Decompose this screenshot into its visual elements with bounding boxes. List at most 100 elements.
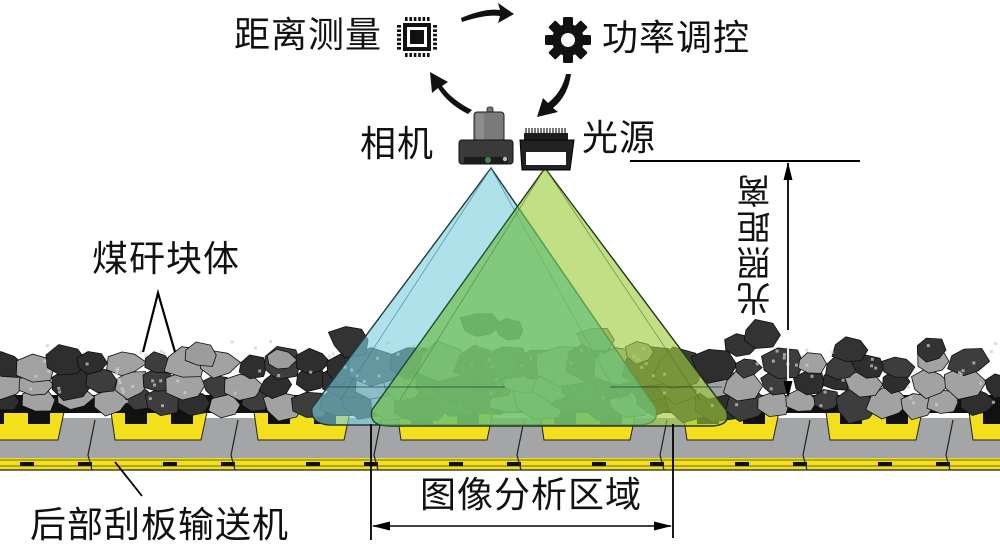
rock-highlight <box>874 366 878 370</box>
rock-highlight <box>34 375 38 378</box>
light-source-device <box>519 128 575 171</box>
chip-pin <box>433 25 437 28</box>
rail-slot <box>936 462 950 466</box>
light-source-label: 光源 <box>582 118 657 159</box>
flight-slot <box>0 412 4 424</box>
rail-slot <box>592 462 606 466</box>
flight-slot <box>983 412 1000 424</box>
coal-gangue-pointer <box>141 288 177 353</box>
chain-joint <box>516 419 525 471</box>
rock-highlight <box>795 363 798 367</box>
chip-pin <box>397 25 401 28</box>
coal-gangue-label: 煤矸块体 <box>92 239 241 280</box>
chip-pin <box>405 17 408 21</box>
rock-highlight <box>961 369 965 373</box>
rock-highlight <box>823 390 827 394</box>
rock-highlight <box>926 344 930 348</box>
coal-block <box>295 347 331 375</box>
chip-pin <box>422 17 426 21</box>
illumination-distance-label: 光照距离 <box>737 172 777 316</box>
coal-block <box>881 356 916 378</box>
rock-highlight <box>782 356 786 360</box>
rock-highlight <box>870 357 874 361</box>
rock-highlight <box>183 391 187 395</box>
camera-device <box>458 106 514 165</box>
rail-slot <box>20 462 34 466</box>
chain-joint <box>87 419 96 471</box>
chip-pin <box>397 38 401 41</box>
rock-highlight <box>269 340 273 344</box>
chip-pin <box>397 47 401 50</box>
rock-highlight <box>990 350 993 353</box>
overlap-region <box>371 205 657 426</box>
chain-joint <box>230 419 239 471</box>
rock-highlight <box>162 351 166 355</box>
rock-highlight <box>159 379 163 383</box>
rock-highlight <box>117 378 121 381</box>
rock-highlight <box>994 342 998 345</box>
rock-highlight <box>57 386 61 390</box>
rock-highlight <box>972 361 976 365</box>
chip-pin <box>427 53 430 57</box>
rock-highlight <box>805 348 809 352</box>
rock-highlight <box>958 371 961 375</box>
rock-highlight <box>58 390 62 394</box>
rock-highlight <box>805 363 809 367</box>
conveyor-pointer <box>114 461 143 497</box>
chip-pin <box>433 42 437 46</box>
coal-block <box>45 344 88 376</box>
coal-block <box>85 366 118 394</box>
rock-highlight <box>959 373 963 376</box>
chip-pin <box>409 17 412 21</box>
chain-joint <box>945 419 954 471</box>
rail-slot <box>449 462 463 466</box>
chip-pin <box>397 42 401 46</box>
rock-highlight <box>85 362 89 366</box>
illumination-distance-dimension <box>630 160 860 399</box>
chip-pin <box>397 29 401 32</box>
gangue-block <box>266 348 298 370</box>
chip-pin <box>433 33 437 37</box>
rock-highlight <box>841 378 845 382</box>
coal-block <box>916 337 947 363</box>
gangue-block <box>911 368 951 400</box>
chip-pin <box>433 38 437 41</box>
coal-block <box>735 358 763 379</box>
coal-block <box>690 348 738 384</box>
chip-pin <box>397 33 401 37</box>
power-control-label: 功率调控 <box>602 18 751 59</box>
rock-highlight <box>277 374 281 377</box>
coal-block <box>761 347 804 380</box>
coal-block <box>76 351 108 375</box>
rock-highlight <box>230 340 234 344</box>
rock-highlight <box>906 385 910 389</box>
rock-highlight <box>124 400 128 403</box>
rock-highlight <box>43 359 47 363</box>
gangue-block <box>797 352 827 374</box>
chip-pin <box>413 17 417 21</box>
arrow-distance-to-power <box>461 3 514 23</box>
rock-highlight <box>131 385 135 388</box>
flight-slot <box>125 412 147 424</box>
rock-highlight <box>830 350 834 354</box>
rail-slot <box>163 462 177 466</box>
chip-pin <box>433 47 437 50</box>
rock-highlight <box>120 387 124 391</box>
chip-pin <box>409 53 412 57</box>
rail-slot <box>306 462 320 466</box>
rock-highlight <box>161 404 164 408</box>
rock-highlight <box>309 370 313 374</box>
gangue-block <box>184 341 217 367</box>
rock-highlight <box>935 403 939 407</box>
rock-highlight <box>909 396 913 400</box>
image-analysis-area-dimension <box>370 424 674 540</box>
coal-block <box>144 351 172 374</box>
coal-block <box>984 373 1000 399</box>
chip-icon <box>397 17 437 57</box>
arrow-power-to-light <box>537 74 571 117</box>
rail-slot <box>221 462 235 466</box>
rock-highlight <box>115 371 119 375</box>
rock-highlight <box>144 353 148 357</box>
coal-block <box>831 336 869 363</box>
